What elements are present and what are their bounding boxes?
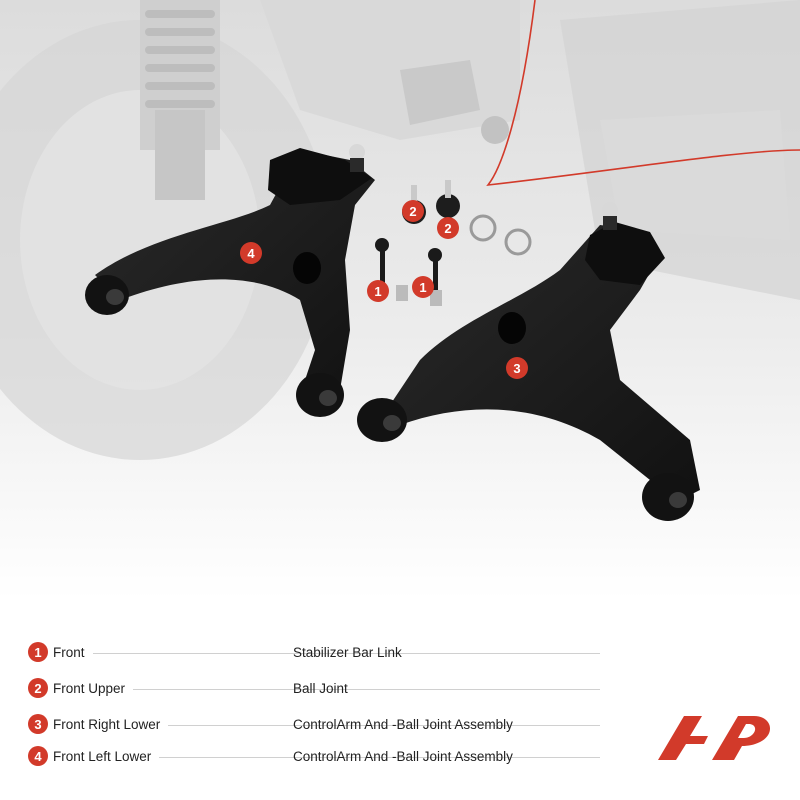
accent-curve	[486, 0, 800, 187]
legend-row: 3 Front Right Lower ControlArm And -Ball…	[28, 712, 608, 736]
legend-leader-line	[159, 756, 600, 758]
legend-row: 4 Front Left Lower ControlArm And -Ball …	[28, 744, 608, 768]
legend-leader-line	[168, 724, 600, 726]
background-vehicle-photo	[0, 0, 800, 600]
parts-legend: 1 Front Stabilizer Bar Link 2 Front Uppe…	[0, 630, 640, 780]
legend-position: Front Right Lower	[53, 716, 161, 732]
callout-4: 4	[240, 242, 262, 264]
legend-position: Front Upper	[53, 680, 126, 696]
callout-1b: 1	[412, 276, 434, 298]
legend-row: 1 Front Stabilizer Bar Link	[28, 640, 608, 664]
svg-text:1: 1	[419, 280, 426, 295]
snap-rings	[469, 214, 532, 256]
brand-logo	[658, 716, 771, 760]
legend-number-badge: 2	[28, 678, 48, 698]
legend-leader-line	[133, 688, 600, 690]
legend-part-name: ControlArm And -Ball Joint Assembly	[293, 748, 513, 764]
stabilizer-bar-links	[375, 238, 442, 306]
legend-number-badge: 1	[28, 642, 48, 662]
callout-markers: 1 1 2 2 3 4	[240, 200, 528, 379]
legend-part-name: Ball Joint	[293, 680, 348, 696]
right-lower-control-arm	[357, 202, 700, 521]
callout-2a: 2	[402, 200, 424, 222]
legend-part-name: ControlArm And -Ball Joint Assembly	[293, 716, 513, 732]
callout-3: 3	[506, 357, 528, 379]
legend-position: Front Left Lower	[53, 748, 152, 764]
svg-text:2: 2	[409, 204, 416, 219]
legend-position: Front	[53, 644, 85, 660]
legend-number-badge: 3	[28, 714, 48, 734]
left-lower-control-arm	[85, 144, 375, 417]
product-photo: 1 1 2 2 3 4	[0, 0, 800, 600]
legend-part-name: Stabilizer Bar Link	[293, 644, 402, 660]
legend-row: 2 Front Upper Ball Joint	[28, 676, 608, 700]
svg-text:3: 3	[513, 361, 520, 376]
callout-1a: 1	[367, 280, 389, 302]
legend-leader-line	[92, 652, 600, 654]
svg-text:2: 2	[444, 221, 451, 236]
legend-number-badge: 4	[28, 746, 48, 766]
callout-2b: 2	[437, 217, 459, 239]
svg-text:1: 1	[374, 284, 381, 299]
svg-text:4: 4	[247, 246, 255, 261]
